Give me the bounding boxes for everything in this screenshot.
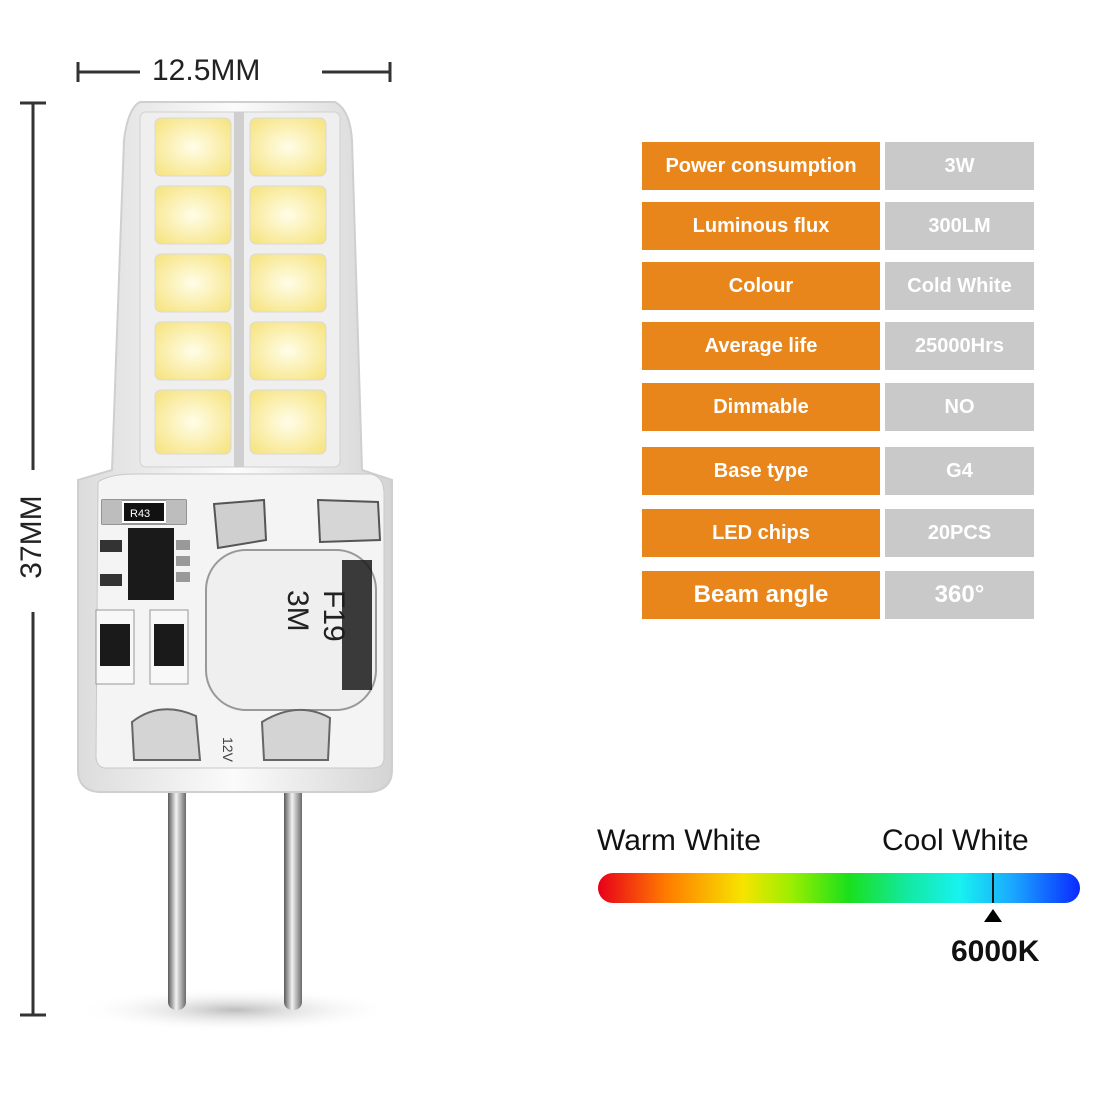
marker-line — [992, 873, 994, 903]
width-dimension-line — [76, 62, 392, 82]
spec-row-dimmable: Dimmable NO — [642, 383, 1034, 431]
color-temperature-spectrum — [598, 873, 1080, 903]
spec-value: 300LM — [885, 202, 1034, 250]
spec-row-luminous-flux: Luminous flux 300LM — [642, 202, 1034, 250]
spec-value: G4 — [885, 447, 1034, 495]
spec-label: Power consumption — [642, 142, 880, 190]
spec-row-average-life: Average life 25000Hrs — [642, 322, 1034, 370]
spec-label: LED chips — [642, 509, 880, 557]
height-dimension-line — [20, 101, 46, 1017]
spec-row-base-type: Base type G4 — [642, 447, 1034, 495]
spec-value: 3W — [885, 142, 1034, 190]
g4-led-bulb: R43 F19 3M 12V — [75, 101, 395, 1032]
svg-text:R43: R43 — [130, 508, 150, 520]
spec-label: Luminous flux — [642, 202, 880, 250]
spec-row-led-chips: LED chips 20PCS — [642, 509, 1034, 557]
spec-label: Beam angle — [642, 571, 880, 619]
spec-label: Base type — [642, 447, 880, 495]
spec-label: Dimmable — [642, 383, 880, 431]
warm-white-label: Warm White — [597, 824, 761, 857]
spec-row-beam-angle: Beam angle 360° — [642, 571, 1034, 619]
spec-row-power: Power consumption 3W — [642, 142, 1034, 190]
svg-text:12V: 12V — [220, 737, 236, 763]
spec-value: 25000Hrs — [885, 322, 1034, 370]
spec-value: NO — [885, 383, 1034, 431]
marker-label: 6000K — [951, 935, 1040, 968]
cool-white-label: Cool White — [882, 824, 1029, 857]
width-label: 12.5MM — [152, 54, 261, 87]
spec-label: Colour — [642, 262, 880, 310]
spec-value: Cold White — [885, 262, 1034, 310]
spec-row-colour: Colour Cold White — [642, 262, 1034, 310]
marker-triangle-icon — [984, 909, 1002, 922]
spec-label: Average life — [642, 322, 880, 370]
svg-text:3M: 3M — [281, 590, 314, 632]
spec-value: 20PCS — [885, 509, 1034, 557]
spec-value: 360° — [885, 571, 1034, 619]
led-chips — [154, 117, 327, 455]
